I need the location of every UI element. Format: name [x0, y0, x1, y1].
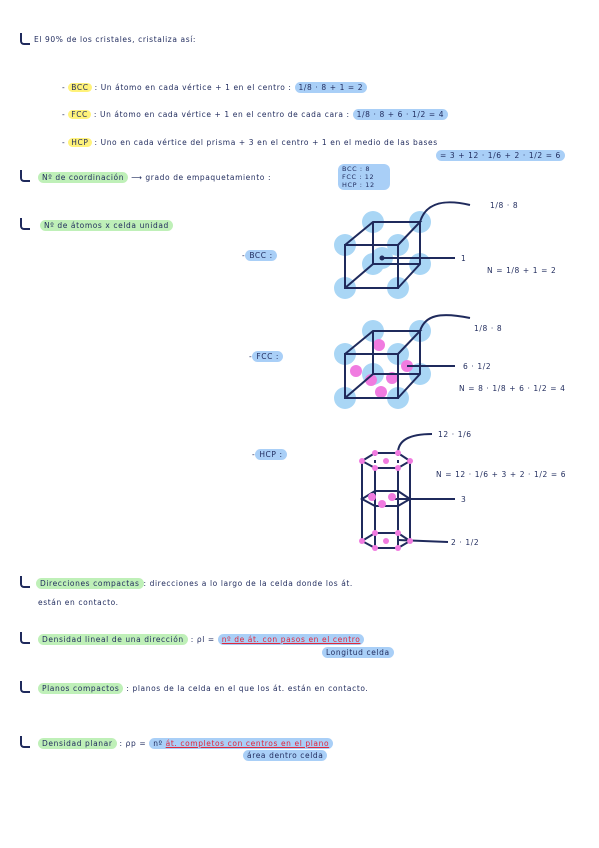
- fcc-total: N = 8 · 1/8 + 6 · 1/2 = 4: [459, 384, 566, 393]
- hcp-cell-key: HCP :: [255, 449, 287, 460]
- linear-numerator: nº de át. con pasos en el centro: [221, 635, 361, 644]
- bullet-hook: [20, 33, 30, 45]
- planar-symbol: : ρp =: [119, 739, 147, 748]
- fcc-key: FCC: [68, 110, 91, 119]
- coord-bcc: BCC : 8: [342, 165, 371, 173]
- linear-symbol: : ρl =: [190, 635, 215, 644]
- hcp-text: Uno en cada vértice del prisma + 3 en el…: [100, 138, 438, 147]
- hcp-prism-diagram: [359, 433, 455, 551]
- coordination-text: grado de empaquetamiento :: [145, 173, 272, 182]
- coordination-values: BCC : 8 FCC : 12 HCP : 12: [338, 164, 390, 190]
- bcc-cell-key: BCC :: [245, 250, 277, 261]
- hcp-total: N = 12 · 1/6 + 3 + 2 · 1/2 = 6: [436, 470, 567, 479]
- coord-hcp: HCP : 12: [342, 181, 375, 189]
- planar-denominator: área dentro celda: [243, 750, 328, 761]
- directions-text-2: están en contacto.: [38, 598, 119, 607]
- fcc-line: - FCC : Un átomo en cada vértice + 1 en …: [62, 109, 449, 120]
- planar-numerator: át. completos con centros en el plano: [165, 739, 330, 748]
- atoms-heading-label: Nº de átomos x celda unidad: [40, 220, 173, 231]
- bcc-ann-corner: 1/8 · 8: [490, 201, 519, 210]
- planar-label: Densidad planar: [38, 738, 117, 749]
- planes-label: Planos compactos: [38, 683, 124, 694]
- coordination-arrow: ⟶: [131, 173, 143, 182]
- bcc-line: - BCC : Un átomo en cada vértice + 1 en …: [62, 82, 368, 93]
- fcc-cell-key: FCC :: [252, 351, 284, 362]
- coordination-line: Nº de coordinación ⟶ grado de empaquetam…: [38, 172, 272, 183]
- fcc-formula: 1/8 · 8 + 6 · 1/2 = 4: [352, 109, 449, 120]
- bullet-hook: [20, 736, 30, 748]
- hcp-cell-label: -HCP :: [252, 449, 287, 460]
- planar-numerator-box: nº át. completos con centros en el plano: [149, 738, 334, 749]
- bcc-cube-diagram: [334, 201, 471, 299]
- linear-density-line: Densidad lineal de una dirección : ρl = …: [38, 634, 365, 645]
- linear-label: Densidad lineal de una dirección: [38, 634, 188, 645]
- bullet-hook: [20, 681, 30, 693]
- hcp-formula: = 3 + 12 · 1/6 + 2 · 1/2 = 6: [436, 150, 565, 161]
- bullet-hook: [20, 632, 30, 644]
- planar-num-prefix: nº: [153, 739, 163, 748]
- hcp-ann-mid: 3: [461, 495, 467, 504]
- bcc-key: BCC: [68, 83, 92, 92]
- linear-denominator: Longitud celda: [322, 647, 394, 658]
- fcc-ann-face: 6 · 1/2: [463, 362, 492, 371]
- linear-denominator-line: Longitud celda: [322, 647, 394, 658]
- directions-label: Direcciones compactas: [36, 578, 144, 589]
- bcc-ann-center: 1: [461, 254, 467, 263]
- fcc-cell-label: -FCC :: [249, 351, 284, 362]
- directions-line: Direcciones compactas: direcciones a lo …: [36, 578, 353, 589]
- directions-text: : direcciones a lo largo de la celda don…: [143, 579, 353, 588]
- coord-fcc: FCC : 12: [342, 173, 375, 181]
- coordination-label: Nº de coordinación: [38, 172, 129, 183]
- hcp-line: - HCP : Uno en cada vértice del prisma +…: [62, 138, 438, 147]
- bcc-cell-label: -BCC :: [242, 250, 277, 261]
- planar-denominator-line: área dentro celda: [243, 750, 328, 761]
- bcc-total: N = 1/8 + 1 = 2: [487, 266, 557, 275]
- bullet-hook: [20, 170, 30, 182]
- fcc-cube-diagram: [334, 314, 471, 409]
- hcp-key: HCP: [68, 138, 92, 147]
- linear-numerator-box: nº de át. con pasos en el centro: [217, 634, 365, 645]
- intro-text: El 90% de los cristales, cristaliza así:: [34, 35, 197, 44]
- fcc-text: Un átomo en cada vértice + 1 en el centr…: [100, 110, 350, 119]
- hcp-ann-top: 12 · 1/6: [438, 430, 472, 439]
- bullet-hook: [20, 218, 30, 230]
- planes-line: Planos compactos : planos de la celda en…: [38, 683, 369, 694]
- hcp-ann-base: 2 · 1/2: [451, 538, 480, 547]
- bcc-formula: 1/8 · 8 + 1 = 2: [294, 82, 368, 93]
- atoms-heading: Nº de átomos x celda unidad: [40, 220, 173, 231]
- planar-density-line: Densidad planar : ρp = nº át. completos …: [38, 738, 334, 749]
- bullet-hook: [20, 576, 30, 588]
- planes-text: : planos de la celda en el que los át. e…: [126, 684, 369, 693]
- fcc-ann-corner: 1/8 · 8: [474, 324, 503, 333]
- hcp-formula-line: = 3 + 12 · 1/6 + 2 · 1/2 = 6: [436, 150, 565, 161]
- bcc-text: Un átomo en cada vértice + 1 en el centr…: [100, 83, 292, 92]
